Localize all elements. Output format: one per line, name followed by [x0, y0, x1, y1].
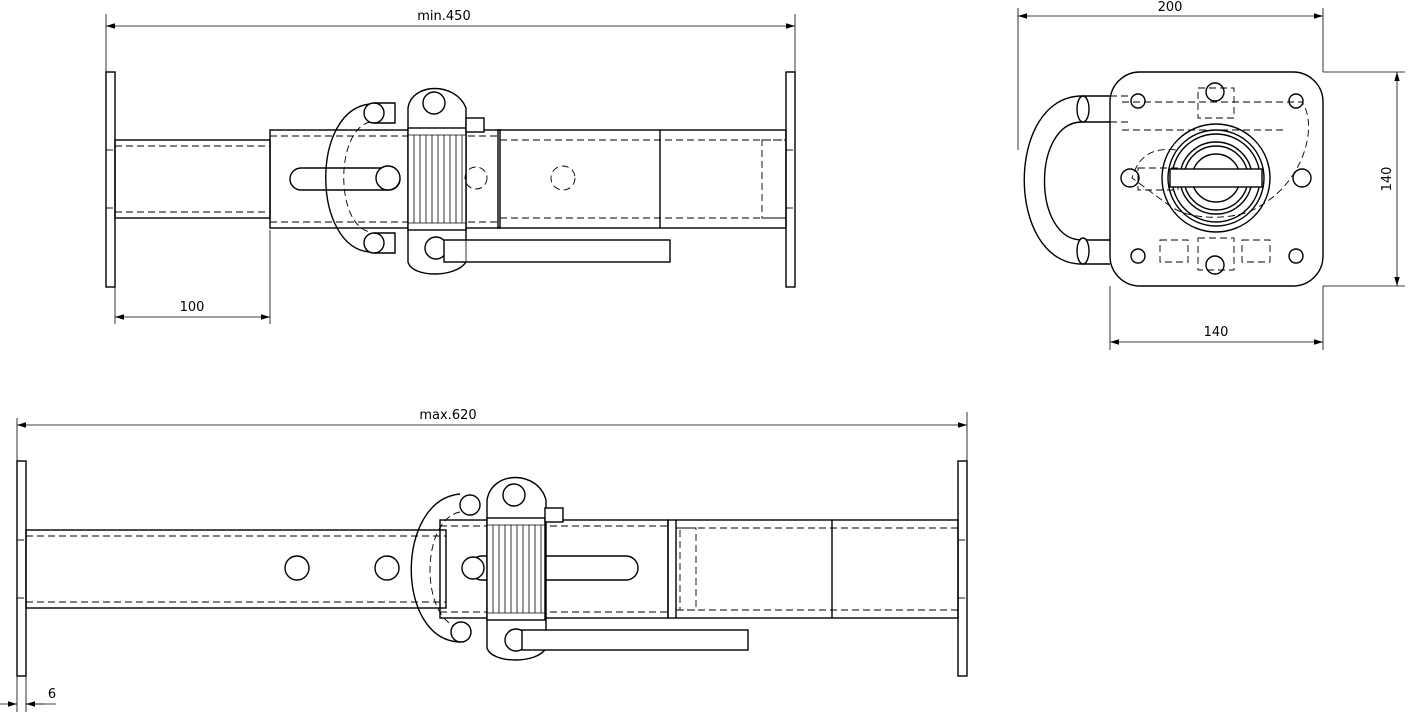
dim-end-view-width-label: 200	[1158, 0, 1183, 15]
dim-plate-thickness: 6	[0, 676, 56, 712]
dim-end-view-width: 200	[1017, 0, 1324, 150]
dim-min-length: min.450	[105, 9, 796, 72]
dim-plate-height: 140	[1323, 71, 1405, 287]
dim-min-length-label: min.450	[417, 9, 470, 24]
side-view-max	[16, 460, 968, 677]
dim-end-offset: 100	[114, 230, 271, 324]
dim-plate-thickness-label: 6	[48, 687, 56, 702]
dim-max-length: max.620	[16, 408, 968, 461]
dim-plate-width: 140	[1109, 286, 1324, 350]
dim-end-offset-label: 100	[180, 300, 205, 315]
end-view	[1023, 71, 1324, 287]
dim-max-length-label: max.620	[419, 408, 476, 423]
dim-plate-height-label: 140	[1380, 167, 1395, 192]
side-view-min	[105, 71, 796, 288]
dim-plate-width-label: 140	[1204, 325, 1229, 340]
